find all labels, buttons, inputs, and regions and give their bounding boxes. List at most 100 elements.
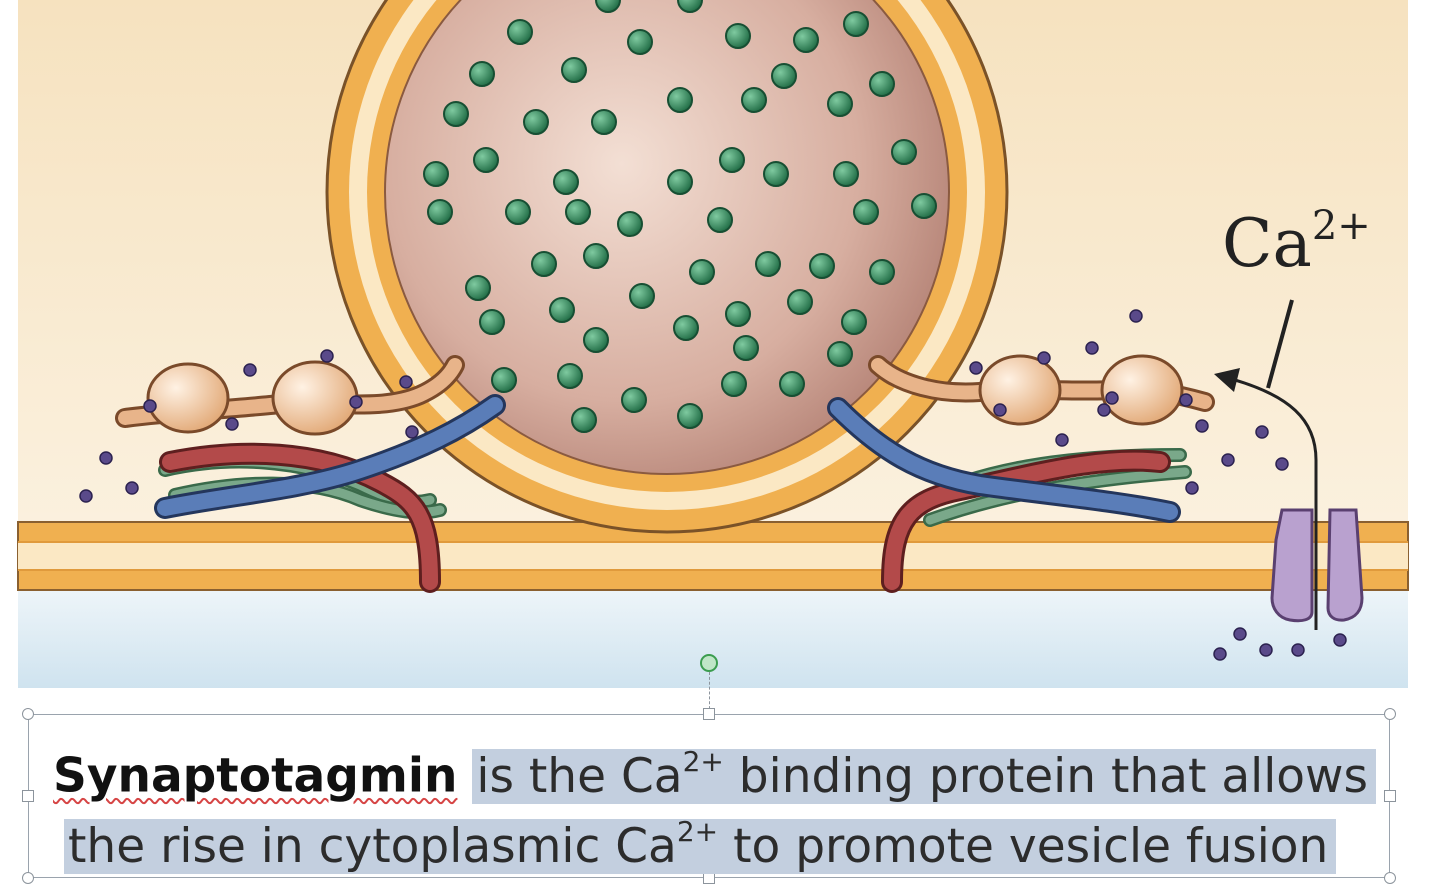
- calcium-ion: [1085, 341, 1099, 355]
- neurotransmitter-molecule: [707, 207, 733, 233]
- calcium-ion: [1333, 633, 1347, 647]
- neurotransmitter-molecule: [853, 199, 879, 225]
- neurotransmitter-molecule: [583, 243, 609, 269]
- neurotransmitter-molecule: [629, 283, 655, 309]
- neurotransmitter-molecule: [507, 19, 533, 45]
- resize-handle-top-middle[interactable]: [703, 708, 715, 720]
- neurotransmitter-molecule: [755, 251, 781, 277]
- neurotransmitter-molecule: [627, 29, 653, 55]
- caption-line-2-text-a: the rise in cytoplasmic Ca: [68, 818, 677, 874]
- calcium-ion: [79, 489, 93, 503]
- synaptotagmin-left: [115, 355, 465, 436]
- ca-label-pointer: [1266, 299, 1294, 389]
- resize-handle-bottom-right[interactable]: [1384, 872, 1396, 884]
- neurotransmitter-molecule: [677, 403, 703, 429]
- neurotransmitter-molecule: [571, 407, 597, 433]
- neurotransmitter-molecule: [689, 259, 715, 285]
- resize-handle-middle-right[interactable]: [1384, 790, 1396, 802]
- neurotransmitter-molecule: [443, 101, 469, 127]
- neurotransmitter-molecule: [583, 327, 609, 353]
- caption-line-1-superscript: 2+: [682, 745, 724, 778]
- caption-line-2[interactable]: the rise in cytoplasmic Ca2+ to promote …: [64, 806, 1337, 877]
- calcium-ion: [1195, 419, 1209, 433]
- neurotransmitter-molecule: [827, 341, 853, 367]
- calcium-ion: [1037, 351, 1051, 365]
- neurotransmitter-molecule: [843, 11, 869, 37]
- calcium-ion-label: Ca2+: [1222, 206, 1371, 277]
- neurotransmitter-molecule: [479, 309, 505, 335]
- neurotransmitter-molecule: [491, 367, 517, 393]
- neurotransmitter-molecule: [549, 297, 575, 323]
- calcium-ion: [1185, 481, 1199, 495]
- calcium-ion: [243, 363, 257, 377]
- calcium-ion: [1291, 643, 1305, 657]
- neurotransmitter-molecule: [557, 363, 583, 389]
- neurotransmitter-molecule: [833, 161, 859, 187]
- calcium-ion: [1055, 433, 1069, 447]
- calcium-ion: [1233, 627, 1247, 641]
- neurotransmitter-molecule: [771, 63, 797, 89]
- calcium-ion: [1259, 643, 1273, 657]
- resize-handle-middle-left[interactable]: [22, 790, 34, 802]
- neurotransmitter-molecule: [793, 27, 819, 53]
- calcium-ion: [1179, 393, 1193, 407]
- neurotransmitter-molecule: [595, 0, 621, 13]
- resize-handle-bottom-left[interactable]: [22, 872, 34, 884]
- calcium-ion: [99, 451, 113, 465]
- caption-term: Synaptotagmin: [53, 748, 458, 804]
- neurotransmitter-molecule: [721, 371, 747, 397]
- neurotransmitter-molecule: [719, 147, 745, 173]
- neurotransmitter-molecule: [621, 387, 647, 413]
- neurotransmitter-molecule: [427, 199, 453, 225]
- neurotransmitter-molecule: [423, 161, 449, 187]
- ca-label-base: Ca: [1222, 205, 1312, 282]
- neurotransmitter-molecule: [779, 371, 805, 397]
- neurotransmitter-molecule: [667, 169, 693, 195]
- neurotransmitter-molecule: [725, 301, 751, 327]
- neurotransmitter-molecule: [561, 57, 587, 83]
- neurotransmitter-molecule: [787, 289, 813, 315]
- neurotransmitter-molecule: [733, 335, 759, 361]
- neurotransmitter-molecule: [531, 251, 557, 277]
- neurotransmitter-molecule: [763, 161, 789, 187]
- snare-complex-left: [154, 394, 506, 593]
- neurotransmitter-molecule: [841, 309, 867, 335]
- calcium-influx-arrow: [1214, 368, 1318, 630]
- neurotransmitter-molecule: [891, 139, 917, 165]
- caption-line-1-text-b: binding protein that allows: [723, 748, 1368, 804]
- caption-line-1-text-a: is the Ca: [476, 748, 683, 804]
- neurotransmitter-molecules: [423, 0, 937, 433]
- ca-label-charge: 2+: [1311, 203, 1371, 249]
- caption-line-1[interactable]: Synaptotagmin is the Ca2+ binding protei…: [53, 736, 1376, 807]
- neurotransmitter-molecule: [469, 61, 495, 87]
- resize-handle-top-right[interactable]: [1384, 708, 1396, 720]
- calcium-ion: [125, 481, 139, 495]
- synaptic-vesicle-fusion-diagram: [17, 0, 1409, 688]
- calcium-channel: [1270, 508, 1364, 623]
- calcium-ion: [1105, 391, 1119, 405]
- calcium-ion: [143, 399, 157, 413]
- caption-line-2-superscript: 2+: [676, 815, 719, 848]
- rotate-handle[interactable]: [700, 654, 718, 672]
- resize-handle-top-left[interactable]: [22, 708, 34, 720]
- calcium-ion: [1213, 647, 1227, 661]
- caption-line-2-selected-text: the rise in cytoplasmic Ca2+ to promote …: [64, 815, 1337, 874]
- neurotransmitter-molecule: [911, 193, 937, 219]
- neurotransmitter-molecule: [869, 71, 895, 97]
- neurotransmitter-molecule: [725, 23, 751, 49]
- calcium-ion: [993, 403, 1007, 417]
- calcium-ions: [79, 309, 1347, 661]
- extracellular-space: [18, 588, 1408, 688]
- calcium-ion: [1129, 309, 1143, 323]
- neurotransmitter-molecule: [809, 253, 835, 279]
- calcium-ion: [1275, 457, 1289, 471]
- calcium-ion: [405, 425, 419, 439]
- neurotransmitter-molecule: [505, 199, 531, 225]
- calcium-ion: [225, 417, 239, 431]
- synaptotagmin-right: [868, 354, 1215, 426]
- neurotransmitter-molecule: [827, 91, 853, 117]
- neurotransmitter-molecule: [673, 315, 699, 341]
- neurotransmitter-molecule: [523, 109, 549, 135]
- calcium-ion: [1221, 453, 1235, 467]
- snare-complex-right: [827, 397, 1192, 593]
